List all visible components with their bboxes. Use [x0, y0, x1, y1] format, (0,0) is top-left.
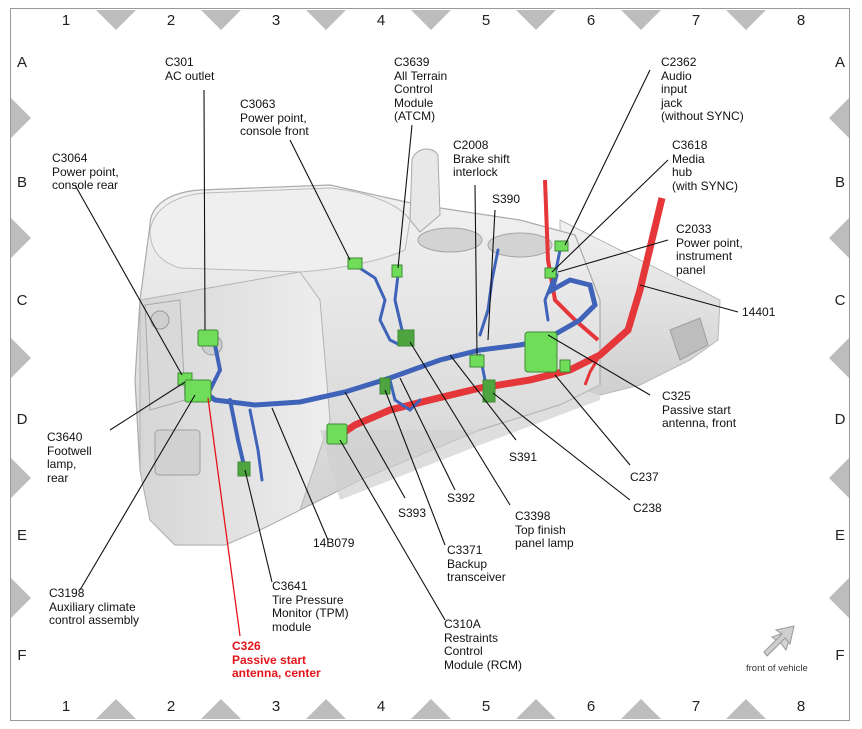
- label-c3064: C3064 Power point, console rear: [52, 151, 119, 192]
- triangle-marker-icon: [726, 699, 766, 719]
- connector-c301: [197, 329, 219, 347]
- grid-col-top: 7: [691, 12, 701, 29]
- grid-row-right: E: [834, 527, 845, 544]
- triangle-marker-icon: [201, 10, 241, 30]
- label-c3063: C3063 Power point, console front: [240, 97, 309, 138]
- grid-row-right: C: [834, 292, 846, 309]
- red-harness-14401: [338, 179, 666, 438]
- grid-row-left: E: [16, 527, 27, 544]
- leader-line-c326: [207, 397, 241, 637]
- triangle-marker-icon: [829, 578, 849, 618]
- triangle-marker-icon: [96, 699, 136, 719]
- triangle-marker-icon: [11, 578, 31, 618]
- triangle-marker-icon: [201, 699, 241, 719]
- grid-row-right: F: [835, 647, 845, 664]
- triangle-marker-icon: [11, 98, 31, 138]
- triangle-marker-icon: [516, 10, 556, 30]
- connectors: [177, 240, 571, 477]
- grid-row-left: A: [16, 54, 27, 71]
- triangle-marker-icon: [621, 699, 661, 719]
- triangle-marker-icon: [829, 98, 849, 138]
- grid-col-bottom: 4: [376, 698, 386, 715]
- triangle-marker-icon: [11, 218, 31, 258]
- label-c3641: C3641 Tire Pressure Monitor (TPM) module: [272, 579, 349, 634]
- triangle-marker-icon: [96, 10, 136, 30]
- label-c326: C326 Passive start antenna, center: [232, 639, 321, 680]
- triangle-marker-icon: [516, 699, 556, 719]
- grid-row-left: D: [16, 411, 28, 428]
- diagram-frame: [10, 8, 850, 721]
- label-c2008: C2008 Brake shift interlock: [453, 138, 510, 179]
- grid-col-top: 6: [586, 12, 596, 29]
- connector-c3198: [184, 379, 212, 403]
- triangle-marker-icon: [829, 458, 849, 498]
- grid-row-right: A: [834, 54, 845, 71]
- grid-col-top: 2: [166, 12, 176, 29]
- connector-c238: [482, 379, 496, 403]
- connector-c325: [524, 331, 558, 373]
- triangle-marker-icon: [829, 218, 849, 258]
- connector-c2008: [469, 354, 485, 368]
- label-s392: S392: [447, 491, 476, 505]
- label-c3398: C3398 Top finish panel lamp: [515, 509, 574, 550]
- grid-row-right: B: [834, 174, 845, 191]
- grid-col-bottom: 8: [796, 698, 806, 715]
- grid-col-bottom: 7: [691, 698, 701, 715]
- label-c3371: C3371 Backup transceiver: [447, 543, 506, 584]
- label-c301: C301 AC outlet: [165, 55, 215, 83]
- triangle-marker-icon: [306, 699, 346, 719]
- label-c238: C238: [633, 501, 662, 515]
- triangle-marker-icon: [829, 338, 849, 378]
- label-14401: 14401: [742, 305, 776, 319]
- connector-c3641: [237, 461, 251, 477]
- label-s393: S393: [398, 506, 427, 520]
- label-14b079: 14B079: [313, 536, 355, 550]
- grid-col-bottom: 1: [61, 698, 71, 715]
- grid-col-top: 3: [271, 12, 281, 29]
- triangle-marker-icon: [726, 10, 766, 30]
- label-c3639: C3639 All Terrain Control Module (ATCM): [394, 55, 448, 123]
- connector-c3618: [544, 267, 557, 279]
- triangle-marker-icon: [411, 10, 451, 30]
- grid-row-left: C: [16, 292, 28, 309]
- triangle-marker-icon: [621, 10, 661, 30]
- grid-col-bottom: 6: [586, 698, 596, 715]
- connector-c237: [559, 359, 571, 373]
- connector-c3063: [347, 257, 363, 270]
- label-c3198: C3198 Auxiliary climate control assembly: [49, 586, 140, 627]
- connector-c2362: [554, 240, 569, 252]
- connector-c3639: [391, 264, 403, 278]
- grid-col-top: 5: [481, 12, 491, 29]
- label-c2033: C2033 Power point, instrument panel: [676, 222, 743, 277]
- label-c3618: C3618 Media hub (with SYNC): [672, 138, 739, 193]
- connector-c310a: [326, 423, 348, 445]
- grid-col-top: 1: [61, 12, 71, 29]
- triangle-marker-icon: [11, 338, 31, 378]
- grid-col-bottom: 3: [271, 698, 281, 715]
- triangle-marker-icon: [11, 458, 31, 498]
- grid-col-bottom: 5: [481, 698, 491, 715]
- triangle-marker-icon: [411, 699, 451, 719]
- grid-row-left: F: [17, 647, 27, 664]
- grid-row-left: B: [16, 174, 27, 191]
- front-of-vehicle-label: front of vehicle: [746, 663, 808, 674]
- label-c325: C325 Passive start antenna, front: [662, 389, 737, 430]
- leader-lines: [74, 69, 739, 621]
- connector-c3371: [379, 377, 391, 395]
- grid-col-top: 4: [376, 12, 386, 29]
- grid-col-top: 8: [796, 12, 806, 29]
- label-c2362: C2362 Audio input jack (without SYNC): [661, 55, 744, 123]
- label-c3640: C3640 Footwell lamp, rear: [47, 430, 92, 485]
- arrow-up-right-icon: [763, 625, 795, 657]
- grid-row-right: D: [834, 411, 846, 428]
- triangle-marker-icon: [306, 10, 346, 30]
- label-s390: S390: [492, 192, 521, 206]
- grid-col-bottom: 2: [166, 698, 176, 715]
- label-c310a: C310A Restraints Control Module (RCM): [444, 617, 523, 672]
- label-s391: S391: [509, 450, 538, 464]
- label-c237: C237: [630, 470, 659, 484]
